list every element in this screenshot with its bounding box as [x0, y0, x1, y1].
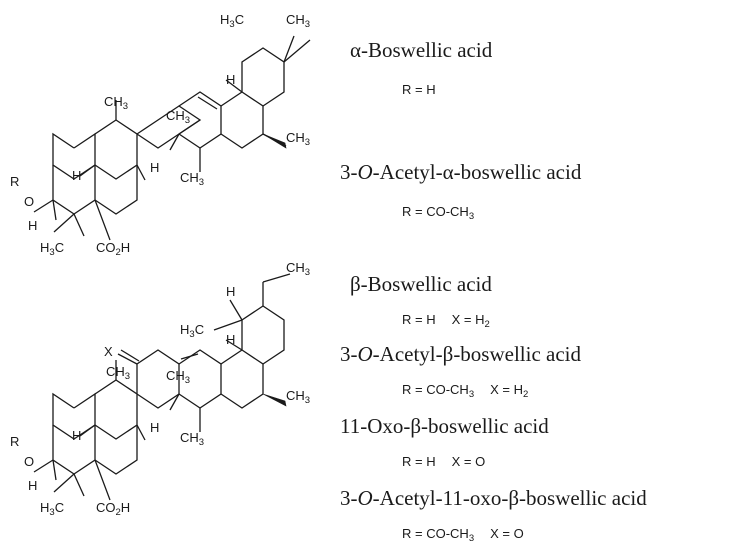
svg-text:H: H — [226, 72, 235, 87]
svg-text:H: H — [150, 160, 159, 175]
svg-text:O: O — [24, 454, 34, 469]
compound-name-5: 11-Oxo-β-boswellic acid — [340, 414, 549, 438]
methyl-wedge — [262, 133, 287, 149]
svg-text:H: H — [150, 420, 159, 435]
svg-text:H: H — [28, 478, 37, 493]
beta-atom-labels: H CH3 H3C H CH3 X CH3 CH3 CH3 H H R O H … — [10, 260, 310, 518]
svg-text:CH3: CH3 — [166, 368, 190, 386]
svg-text:CH3: CH3 — [286, 260, 310, 278]
svg-text:R: R — [10, 434, 19, 449]
svg-text:CH3: CH3 — [180, 430, 204, 448]
svg-text:CH3: CH3 — [180, 170, 204, 188]
compound-name-2: 3-O-Acetyl-α-boswellic acid — [340, 160, 582, 184]
svg-text:H3C: H3C — [40, 240, 64, 258]
compound-name-1: α-Boswellic acid — [350, 38, 493, 62]
svg-text:CH3: CH3 — [106, 364, 130, 382]
compound-name-3: β-Boswellic acid — [350, 272, 492, 296]
alpha-atom-labels: H3C CH3 H CH3 CH3 CH3 CH3 H H R O H H3C … — [10, 12, 310, 258]
svg-text:H: H — [226, 332, 235, 347]
compound-r-2: R = CO-CH3 — [402, 204, 475, 222]
svg-text:CH3: CH3 — [286, 130, 310, 148]
beta-skeleton-bonds — [33, 273, 291, 501]
alpha-skeleton-bonds — [33, 35, 311, 241]
svg-text:H: H — [72, 428, 81, 443]
svg-text:CO2H: CO2H — [96, 240, 130, 258]
compound-name-6: 3-O-Acetyl-11-oxo-β-boswellic acid — [340, 486, 647, 510]
svg-text:CH3: CH3 — [104, 94, 128, 112]
svg-text:H: H — [72, 168, 81, 183]
svg-text:CH3: CH3 — [286, 388, 310, 406]
svg-text:H: H — [226, 284, 235, 299]
svg-text:H: H — [28, 218, 37, 233]
ring-b-lower — [94, 165, 138, 215]
svg-text:H3C: H3C — [180, 322, 204, 340]
svg-text:X: X — [104, 344, 113, 359]
ring-b — [94, 119, 138, 180]
ring-e — [220, 91, 264, 149]
svg-text:H3C: H3C — [220, 12, 244, 30]
svg-text:O: O — [24, 194, 34, 209]
compound-r-1: R = H — [402, 82, 436, 97]
svg-text:CH3: CH3 — [166, 108, 190, 126]
svg-text:CH3: CH3 — [286, 12, 310, 30]
compound-name-4: 3-O-Acetyl-β-boswellic acid — [340, 342, 582, 366]
svg-text:R: R — [10, 174, 19, 189]
svg-text:H3C: H3C — [40, 500, 64, 518]
ring-d — [178, 91, 222, 149]
svg-text:CO2H: CO2H — [96, 500, 130, 518]
ring-top — [241, 47, 285, 107]
